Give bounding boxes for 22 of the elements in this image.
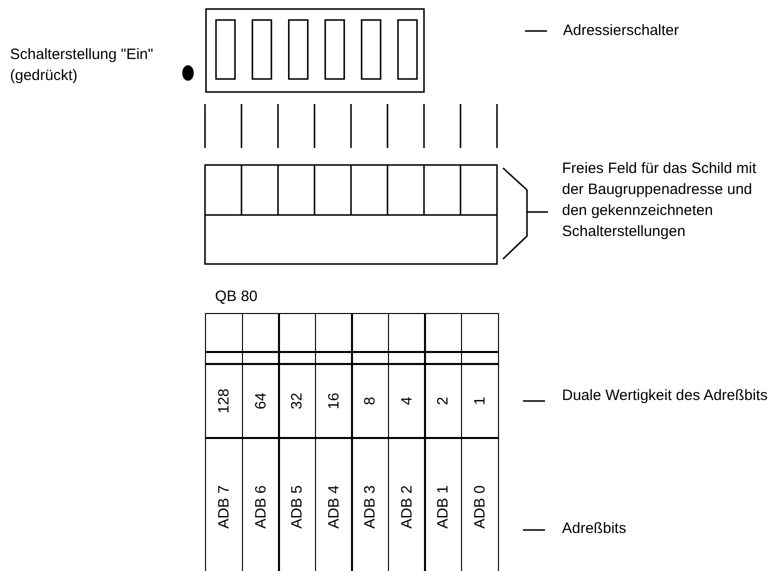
table-cell: ADB 5 [288,485,306,529]
table-cell: 32 [288,392,306,410]
table-cell: 4 [398,396,415,405]
annotation-text: Schalterstellung "Ein" (gedrückt) [10,45,154,86]
table-cell: 2 [434,396,452,405]
table-cell: ADB 6 [252,485,269,529]
table-cell: ADB 7 [216,485,232,529]
table-cell: 8 [362,396,378,405]
table-cell: 64 [252,392,269,410]
table-cell: ADB 4 [325,485,342,529]
table-cell: ADB 2 [398,485,415,529]
table-cell: 128 [216,388,232,414]
table-cell: ADB 0 [471,485,488,529]
annotation-text: Duale Wertigkeit des Adreßbits [562,386,769,406]
annotation-text: Adressierschalter [563,21,680,41]
table-cell: 1 [471,396,488,405]
module-address-label: QB 80 [215,287,259,307]
annotation-text: Adreßbits [562,519,628,539]
annotation-text: Freies Feld für das Schild mit der Baugruppenadresse und den gekennzeichneten Schalterstellungen [562,159,758,242]
table-cell: 16 [325,392,342,410]
table-cell: ADB 1 [434,485,452,529]
table-cell: ADB 3 [362,485,378,529]
